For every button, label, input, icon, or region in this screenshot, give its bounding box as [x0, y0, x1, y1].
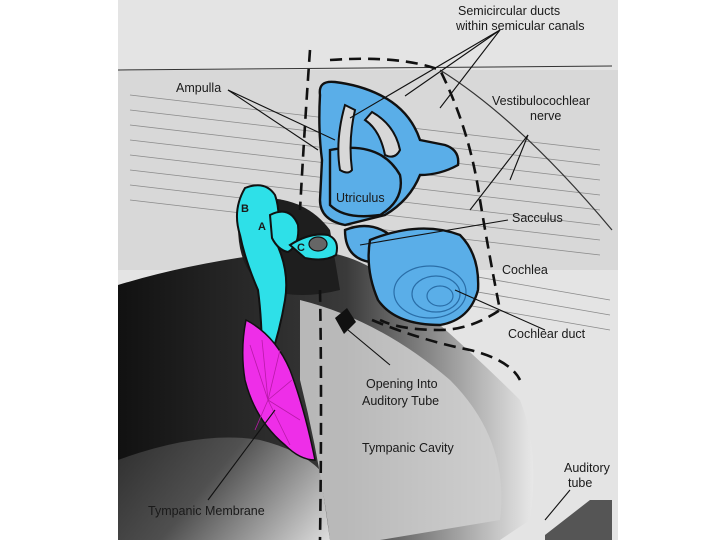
opening-marker — [335, 308, 356, 334]
tympanic-membrane-shape — [242, 318, 316, 461]
ossicle-a-label: A — [258, 221, 266, 233]
skull-outline — [117, 65, 613, 71]
leader-lines — [207, 29, 571, 521]
semicircular-ducts-label-2: within semicular canals — [455, 19, 585, 33]
opening-label-1: Opening Into — [366, 377, 438, 391]
cochlear-duct-label: Cochlear duct — [508, 327, 586, 341]
auditory-tube-wedge — [545, 500, 612, 540]
auditory-tube-shape — [118, 285, 330, 540]
auditory-tube-label-2: tube — [568, 476, 592, 490]
inner-ear-boundary — [298, 49, 502, 332]
cochlea-spiral — [393, 265, 467, 319]
cavity-light-region — [300, 300, 502, 540]
cavity-boundary — [318, 289, 323, 540]
tympanic-cavity-label: Tympanic Cavity — [362, 441, 454, 455]
ossicle-b-label: B — [241, 203, 249, 215]
vestibulocochlear-label-2: nerve — [530, 109, 561, 123]
tympanic-membrane-label: Tympanic Membrane — [148, 504, 265, 518]
ossicle-c-label: C — [297, 242, 305, 254]
utriculus-label: Utriculus — [336, 191, 385, 205]
cochlea-label: Cochlea — [502, 263, 548, 277]
bone-boundary-right — [371, 318, 522, 381]
sacculus-label: Sacculus — [512, 211, 563, 225]
semicircular-loops — [337, 103, 402, 174]
auditory-tube-label-1: Auditory — [564, 461, 611, 475]
stapes-footplate — [308, 236, 328, 252]
semicircular-ducts-label-1: Semicircular ducts — [458, 4, 560, 18]
vestibulocochlear-label-1: Vestibulocochlear — [492, 94, 590, 108]
membrane-fibers — [249, 339, 301, 446]
opening-label-2: Auditory Tube — [362, 394, 439, 408]
ampulla-label: Ampulla — [176, 81, 221, 95]
bone-contour — [439, 69, 613, 231]
ossicles — [235, 184, 338, 361]
